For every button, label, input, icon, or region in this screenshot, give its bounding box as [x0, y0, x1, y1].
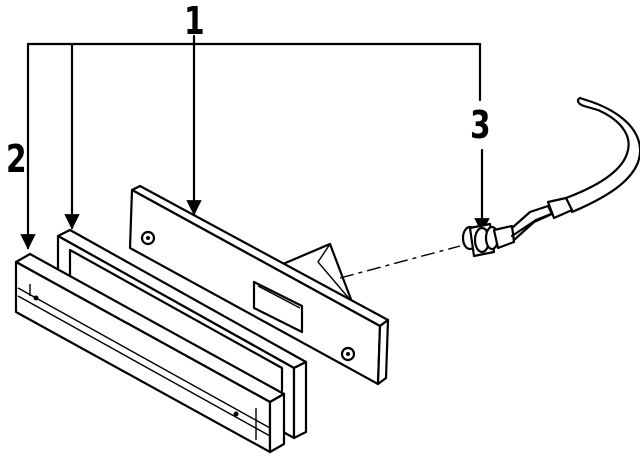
callout-3-label: 3	[470, 103, 491, 147]
wiring-harness	[564, 96, 640, 214]
wire-sleeve	[546, 196, 574, 220]
bulb-socket	[461, 196, 574, 258]
harness-outer-edge	[564, 104, 630, 200]
lens-pin-left	[33, 295, 39, 301]
lamp-housing-plate	[128, 184, 390, 386]
alignment-dashed-line	[339, 245, 461, 279]
harness-inner-edge	[570, 96, 640, 214]
callout-2-label: 2	[6, 137, 27, 181]
screw-hole-left	[140, 230, 156, 246]
lamp-lens	[14, 252, 286, 454]
callout-1-label: 1	[184, 0, 205, 43]
socket-wire-b	[510, 210, 558, 238]
leader-lines	[20, 34, 490, 250]
housing-opening	[252, 280, 304, 334]
lens-pin-right	[233, 411, 239, 417]
screw-hole-right	[340, 346, 356, 362]
